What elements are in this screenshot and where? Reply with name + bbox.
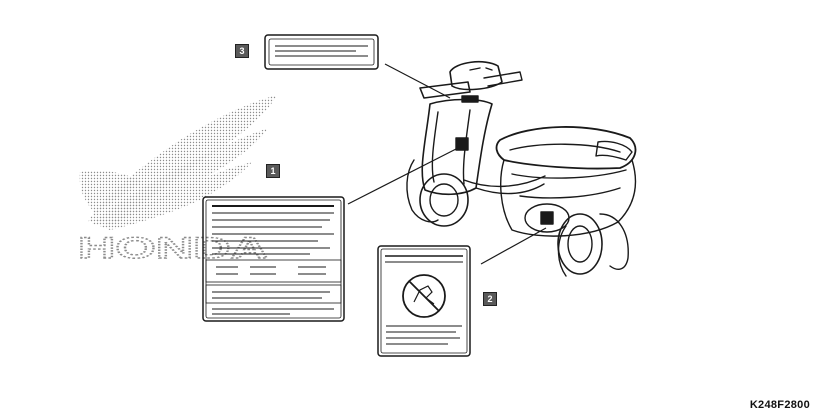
label-1-info-label <box>202 196 345 322</box>
callout-1: 1 <box>266 164 280 178</box>
scooter-illustration <box>406 60 637 277</box>
label-3-caution-label <box>264 34 379 70</box>
leader-line-2 <box>480 227 547 265</box>
label-2-warning-label <box>377 245 471 357</box>
figure-code: K248F2800 <box>749 399 810 411</box>
honda-wing-logo <box>79 95 277 230</box>
callout-3: 3 <box>235 44 249 58</box>
leader-line-1 <box>347 147 459 205</box>
leader-line-3 <box>384 63 451 99</box>
callout-2: 2 <box>483 292 497 306</box>
